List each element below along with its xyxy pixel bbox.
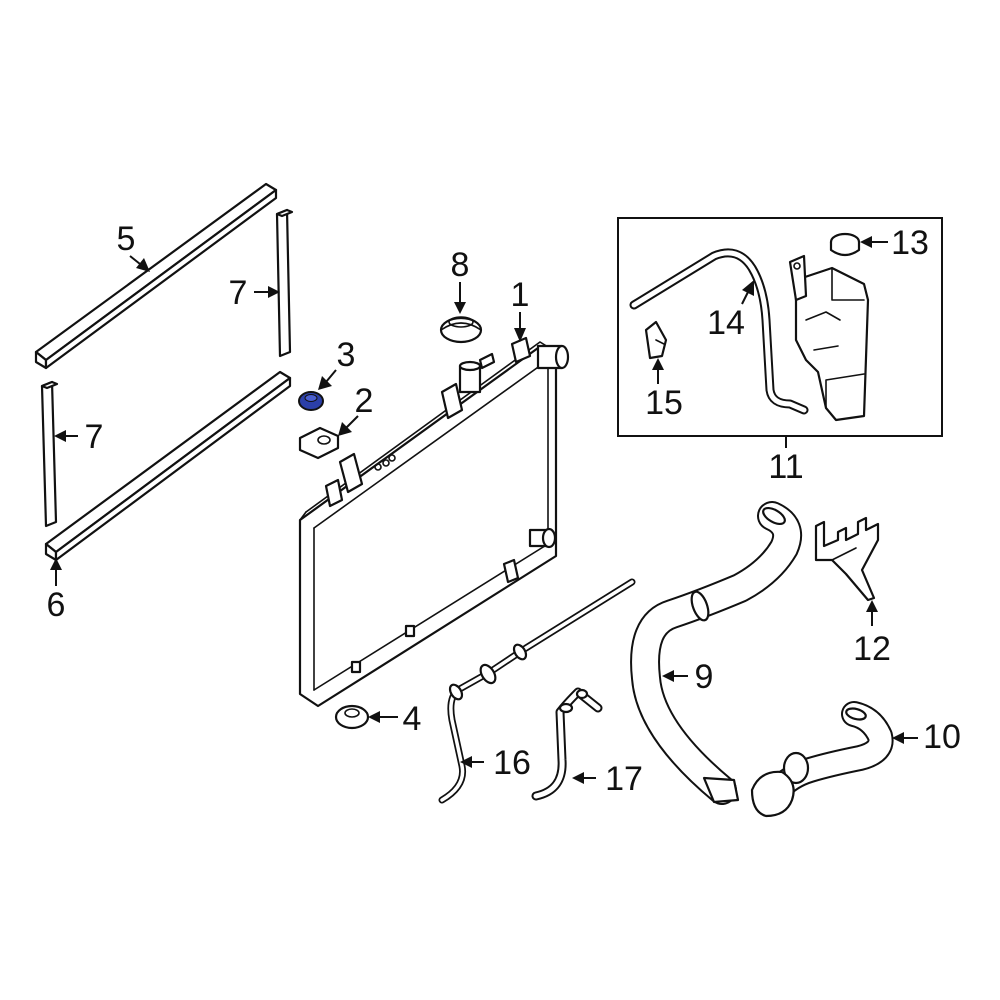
callout-13: 13 [891, 224, 929, 262]
upper-inlet-pipe [536, 344, 570, 370]
callout-8: 8 [451, 246, 470, 284]
callout-7-upper: 7 [229, 274, 248, 312]
callout-11: 11 [768, 448, 803, 486]
callout-4: 4 [403, 700, 422, 738]
bypass-tube-part-17[interactable] [531, 687, 603, 801]
reservoir-hose-part-14[interactable] [629, 248, 809, 415]
lower-seal-strip[interactable] [44, 370, 292, 562]
callout-3: 3 [337, 336, 356, 374]
callout-labels: 1 2 3 4 5 6 7 7 8 9 10 11 12 13 14 15 16… [47, 220, 961, 798]
upper-tab-right [510, 336, 532, 364]
callout-1: 1 [511, 276, 530, 314]
lower-radiator-hose-part-9[interactable] [630, 501, 802, 805]
callout-7-lower: 7 [85, 418, 104, 456]
callout-17: 17 [605, 760, 643, 798]
reservoir-tank[interactable] [788, 254, 870, 422]
callout-14: 14 [707, 304, 745, 342]
upper-seal-strip[interactable] [34, 182, 278, 370]
side-seal-strip-left[interactable] [40, 380, 59, 528]
upper-radiator-hose-part-10[interactable] [750, 701, 894, 818]
callout-15: 15 [645, 384, 683, 422]
mount-bracket-part-2[interactable] [298, 426, 340, 460]
callout-6: 6 [47, 586, 66, 624]
reservoir-assembly-box [617, 217, 943, 437]
reservoir-cap-part-13[interactable] [829, 232, 861, 257]
callout-5: 5 [117, 220, 136, 258]
hose-clip-part-15[interactable] [644, 320, 668, 360]
grommet-part-3[interactable] [298, 391, 324, 411]
side-seal-strip-right[interactable] [275, 208, 294, 358]
callout-16: 16 [493, 744, 531, 782]
callout-12: 12 [853, 630, 891, 668]
upper-tab-middle [440, 382, 464, 420]
callout-9: 9 [695, 658, 714, 696]
overflow-tube-part-16[interactable] [438, 578, 636, 804]
upper-tab-far-left [324, 478, 344, 508]
leader-lines [50, 236, 918, 784]
upper-tab-left [338, 452, 364, 494]
reservoir-bracket-part-12[interactable] [814, 516, 880, 602]
drain-petcock [502, 558, 520, 584]
filler-neck [458, 352, 496, 394]
radiator-cap-part-8[interactable] [439, 316, 483, 344]
radiator-part-1[interactable] [298, 336, 570, 708]
callout-10: 10 [923, 718, 961, 756]
lower-outlet-pipe [528, 527, 557, 549]
lower-mount-insulator-part-4[interactable] [334, 704, 370, 730]
callout-2: 2 [355, 382, 374, 420]
